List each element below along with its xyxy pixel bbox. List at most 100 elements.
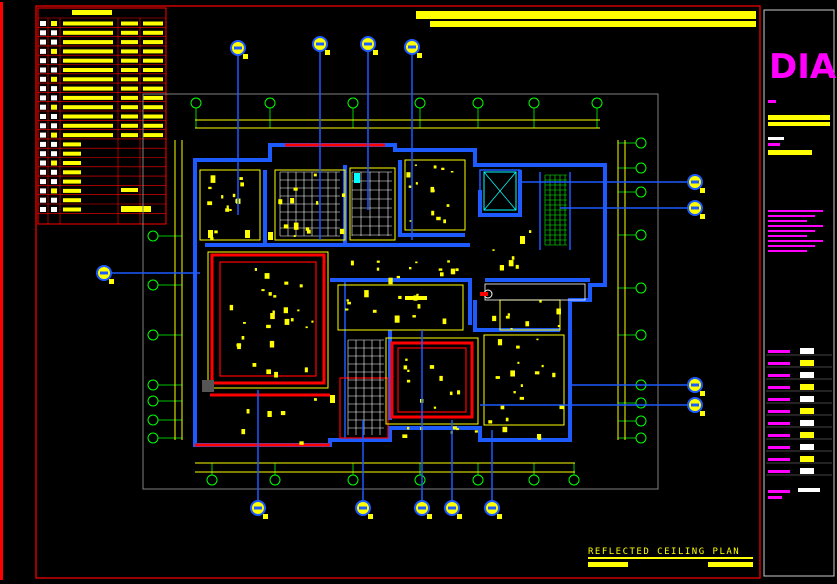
light-fixture [396, 275, 400, 279]
legend-note [143, 40, 163, 45]
section-marker-tag [373, 50, 378, 55]
section-marker-tag [700, 391, 705, 396]
drawing-frame [35, 5, 761, 579]
light-fixture [210, 237, 214, 240]
legend-symbol [51, 151, 57, 157]
light-fixture [245, 230, 250, 238]
light-fixture [273, 295, 277, 298]
legend-index [40, 67, 46, 73]
title-block-value [800, 348, 814, 354]
legend-description [63, 21, 113, 26]
light-fixture [439, 375, 443, 381]
title-block-fields [766, 100, 832, 499]
legend-symbol [51, 30, 57, 36]
section-marker-tag [243, 54, 248, 59]
legend-qty [121, 123, 138, 128]
legend-index [40, 123, 46, 129]
light-fixture [283, 224, 289, 229]
legend-index [40, 58, 46, 64]
light-fixture [499, 265, 504, 271]
legend-symbol [51, 179, 57, 185]
title-block-value [800, 384, 814, 390]
light-fixture [264, 273, 270, 279]
title-block-note-line [768, 235, 807, 237]
title-block-value [800, 432, 814, 438]
title-block-field [768, 100, 776, 103]
light-fixture [240, 182, 244, 187]
title-block-label [768, 374, 790, 377]
legend-symbol [51, 141, 57, 147]
legend-description [63, 133, 113, 138]
title-block-field [768, 150, 812, 155]
title-block-label [768, 434, 790, 437]
title-underline [588, 557, 753, 559]
title-block-note-line [768, 225, 823, 227]
legend-description [63, 49, 113, 54]
light-fixture [433, 165, 437, 169]
title-block-value [800, 444, 814, 450]
light-fixture [431, 210, 435, 216]
legend-description [63, 86, 113, 91]
light-fixture [229, 304, 234, 311]
light-fixture [225, 208, 230, 212]
legend-index [40, 169, 46, 175]
light-fixture [304, 367, 308, 373]
legend-index [40, 76, 46, 82]
light-fixture [243, 322, 246, 324]
legend-qty [121, 114, 138, 119]
title-block-note-line [768, 215, 815, 217]
title-block-value [800, 468, 814, 474]
legend-header-text [72, 10, 112, 15]
light-fixture [407, 426, 410, 430]
light-fixture [433, 406, 437, 409]
light-fixture [474, 430, 478, 433]
title-block-field [768, 115, 830, 120]
light-fixture [268, 292, 272, 296]
legend-description [63, 30, 113, 35]
section-marker-bar [100, 271, 108, 275]
light-fixture [502, 426, 508, 433]
title-block-field [768, 122, 830, 126]
light-fixture [534, 371, 540, 375]
column-mark [202, 380, 214, 392]
light-fixture [252, 363, 257, 367]
legend-qty [121, 105, 138, 110]
legend-description [63, 188, 81, 193]
title-block-label [768, 362, 790, 365]
ceiling-red-inner [219, 261, 467, 439]
light-fixture [297, 309, 300, 312]
legend-note [143, 105, 163, 110]
light-fixture [511, 256, 515, 260]
light-fixture [507, 313, 510, 316]
drawing-title: REFLECTED CEILING PLAN [588, 547, 740, 557]
light-fixture [280, 411, 286, 416]
light-fixture [350, 260, 354, 266]
header-bar-top [416, 11, 756, 19]
light-fixture [429, 365, 435, 369]
legend-qty [121, 188, 138, 192]
legend-qty [121, 40, 138, 45]
light-fixture [293, 222, 299, 230]
legend-note [143, 68, 163, 72]
legend-symbols [40, 10, 163, 212]
light-fixture [284, 318, 290, 325]
light-fixture [313, 173, 317, 177]
light-fixture [283, 307, 288, 314]
light-fixture [388, 277, 393, 285]
light-fixture [347, 301, 351, 305]
light-fixture [515, 264, 519, 269]
section-callouts [96, 36, 705, 519]
section-marker-bar [234, 46, 242, 50]
light-fixture [210, 175, 216, 183]
light-fixture [364, 290, 369, 298]
light-fixture [405, 296, 427, 300]
light-fixture [505, 417, 509, 422]
title-block-note-line [768, 240, 823, 242]
plan-walls-inner [344, 169, 571, 440]
section-marker-bar [691, 383, 699, 387]
legend-qty [121, 86, 138, 91]
light-fixture [405, 358, 408, 361]
title-scale-bar-left [588, 562, 628, 567]
